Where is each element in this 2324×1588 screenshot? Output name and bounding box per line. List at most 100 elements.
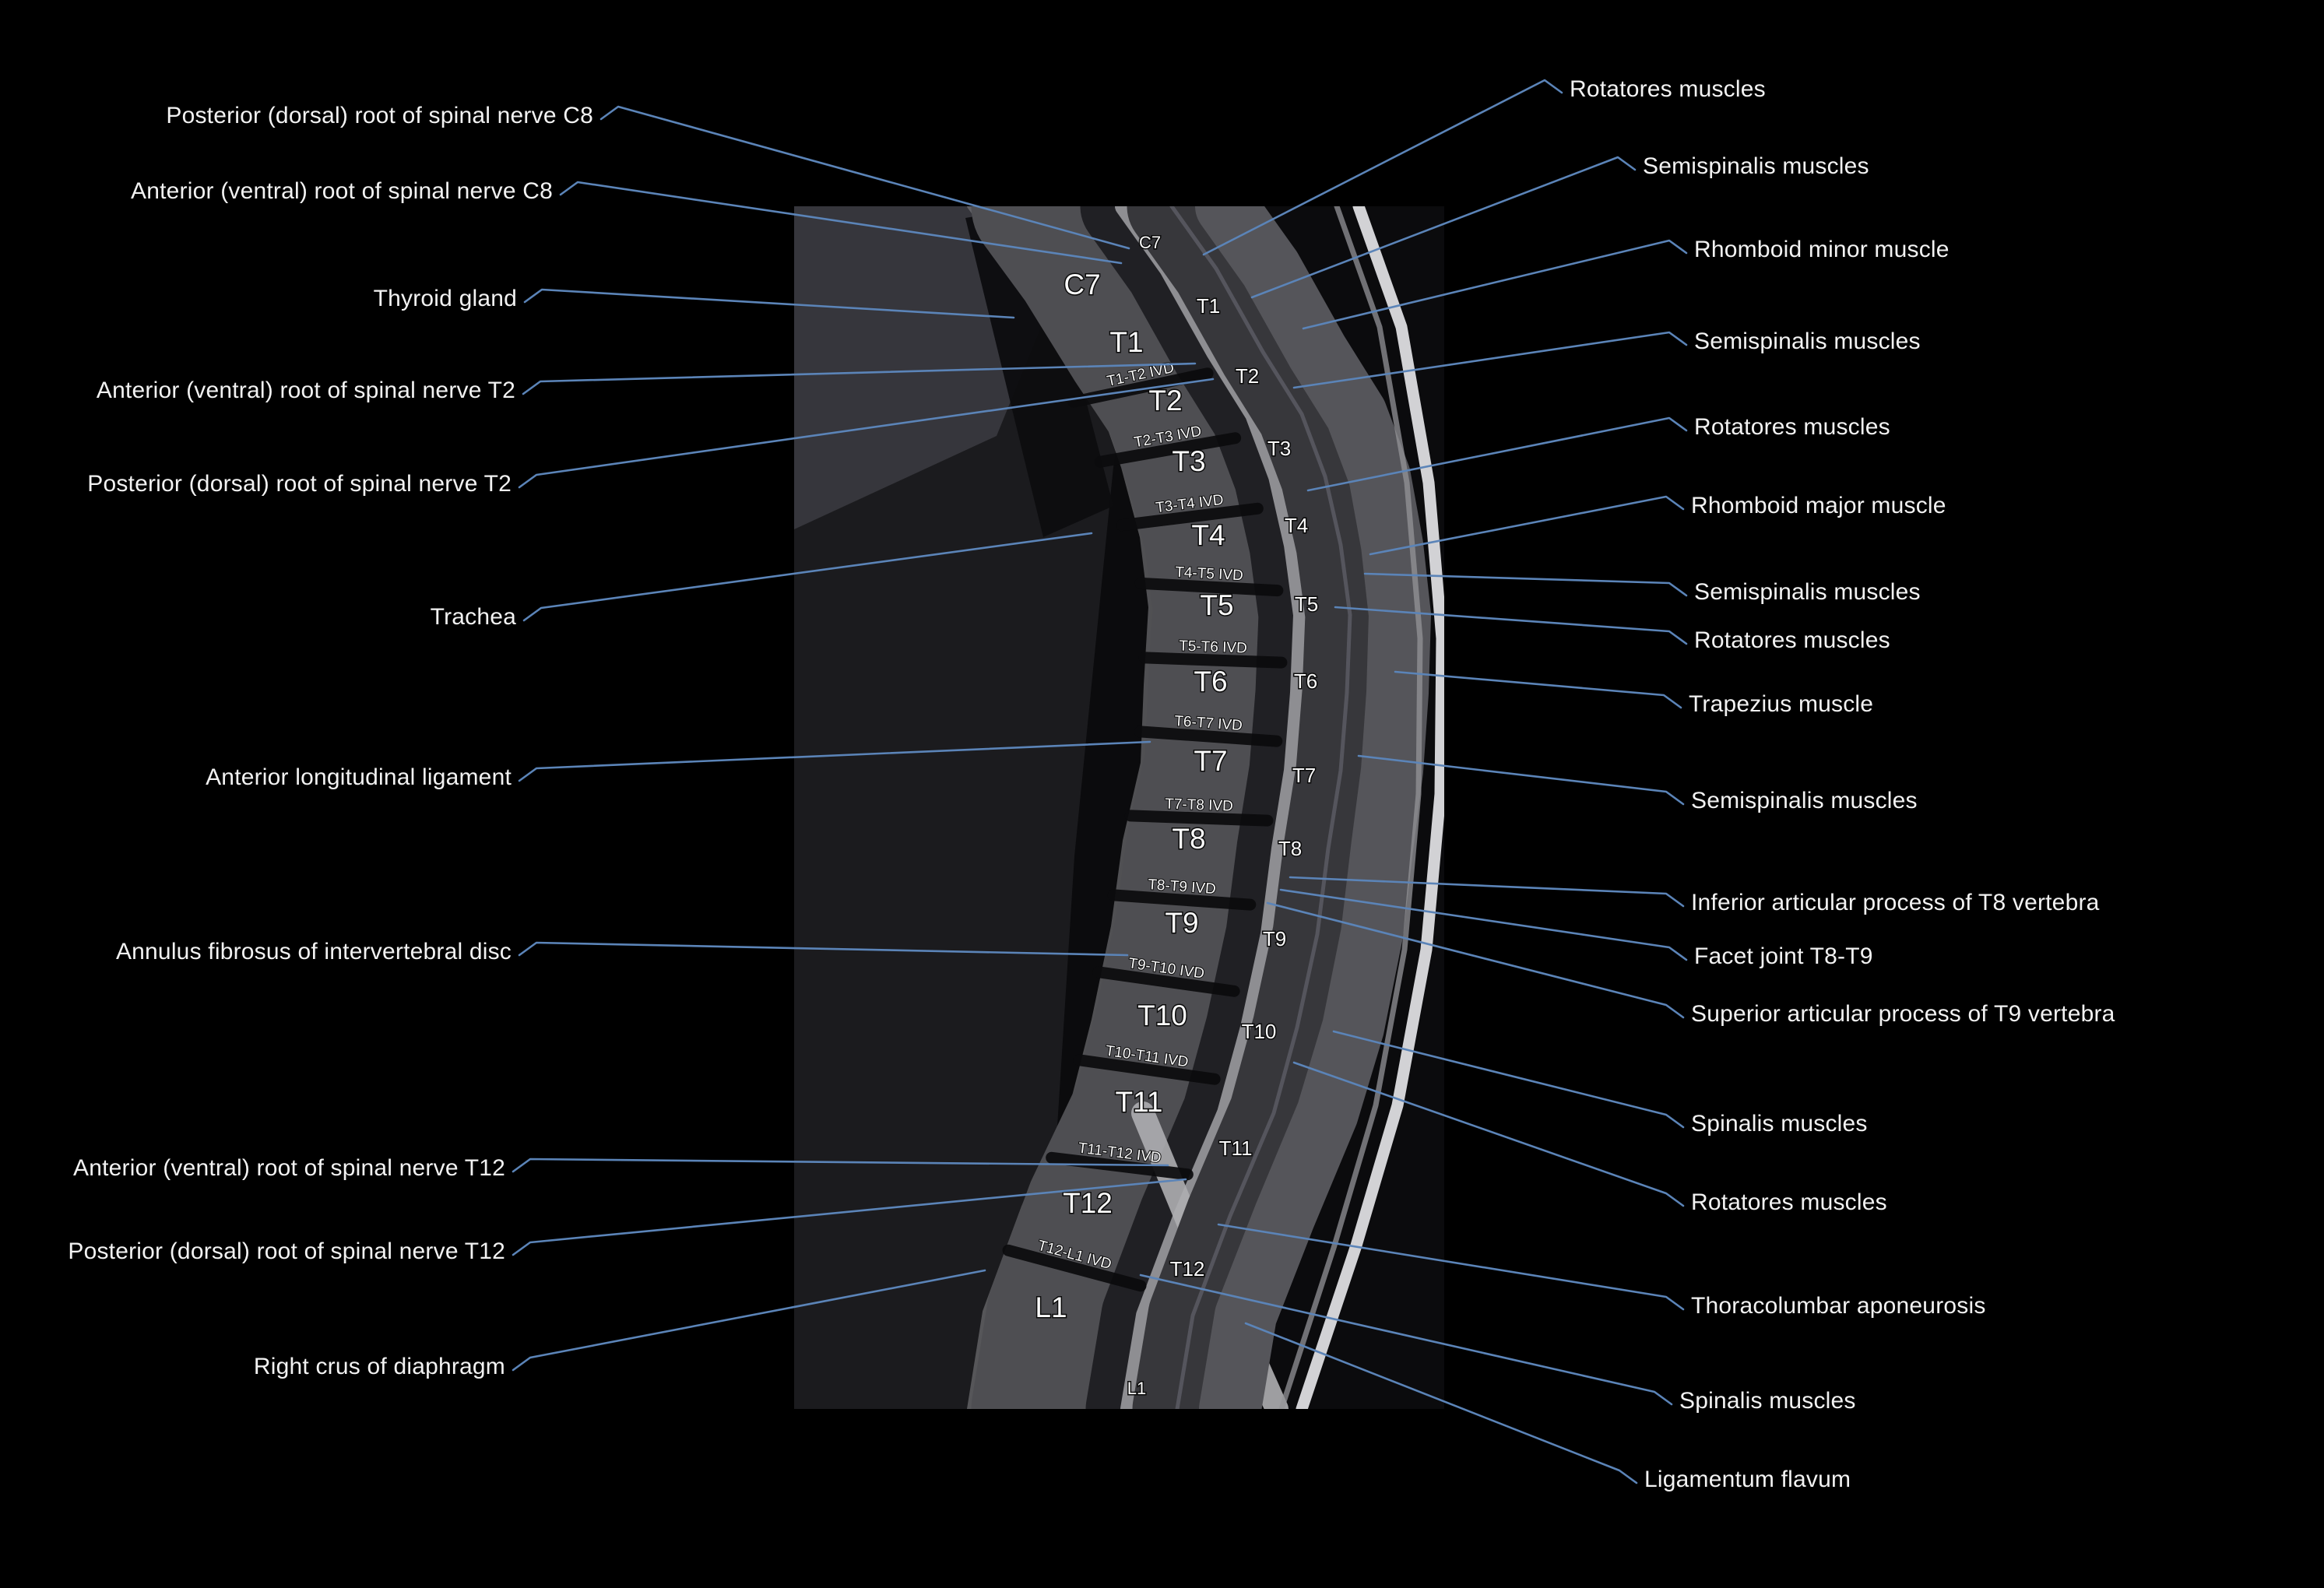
leader-lines	[512, 79, 1688, 1484]
label-semispinalis-4: Semispinalis muscles	[1691, 788, 1918, 814]
leader-line-spinalis-2	[1139, 1274, 1673, 1406]
leader-line-facet-joint-t8-t9	[1279, 888, 1688, 961]
spinous-level-label-t10: T10	[1242, 1020, 1277, 1043]
leader-line-posterior-root-c8	[599, 105, 1130, 250]
intervertebral-disc-11	[1002, 1244, 1147, 1292]
vertebra-body-label-t5: T5	[1200, 589, 1233, 621]
leader-line-rhomboid-minor	[1302, 239, 1688, 330]
spinous-level-label-t2: T2	[1236, 364, 1259, 388]
label-annulus-fibrosus: Annulus fibrosus of intervertebral disc	[115, 939, 512, 965]
label-posterior-root-c8: Posterior (dorsal) root of spinal nerve …	[166, 103, 593, 129]
vertebra-body-label-t1: T1	[1109, 326, 1143, 358]
spinous-level-label-t4: T4	[1285, 514, 1308, 537]
leader-line-annulus-fibrosus	[518, 941, 1129, 957]
label-inferior-articular-process-t8: Inferior articular process of T8 vertebr…	[1691, 890, 2100, 916]
vertebra-body-label-t7: T7	[1194, 745, 1227, 777]
leader-line-superior-articular-process-t9	[1266, 901, 1685, 1019]
spinous-level-label-t3: T3	[1267, 437, 1291, 460]
label-rotatores-2: Rotatores muscles	[1694, 414, 1890, 441]
leader-line-anterior-root-t2	[522, 362, 1197, 395]
label-superior-articular-process-t9: Superior articular process of T9 vertebr…	[1691, 1001, 2115, 1028]
leader-line-posterior-root-t2	[518, 378, 1215, 489]
vertebra-body-label-c7: C7	[1064, 269, 1100, 300]
label-facet-joint-t8-t9: Facet joint T8-T9	[1694, 943, 1873, 970]
leader-line-semispinalis-4	[1357, 754, 1685, 806]
leader-line-thoracolumbar-aponeurosis	[1217, 1223, 1685, 1311]
intervertebral-disc-10	[1046, 1151, 1194, 1181]
leader-line-posterior-root-t12	[512, 1178, 1187, 1256]
label-posterior-root-t2: Posterior (dorsal) root of spinal nerve …	[87, 471, 512, 497]
label-rotatores-1: Rotatores muscles	[1570, 76, 1766, 103]
vertebral-column-band	[971, 206, 1282, 1409]
intervertebral-disc-1	[1094, 432, 1242, 468]
spinous-level-label-t6: T6	[1294, 669, 1317, 693]
leader-line-rotatores-1	[1202, 79, 1563, 256]
spinous-level-label-t7: T7	[1292, 764, 1316, 787]
spinous-level-label-c7: C7	[1139, 233, 1161, 252]
label-semispinalis-1: Semispinalis muscles	[1643, 153, 1869, 180]
label-rotatores-3: Rotatores muscles	[1694, 627, 1890, 654]
intervertebral-disc-2	[1116, 502, 1264, 532]
vertebra-body-label-t12: T12	[1063, 1187, 1113, 1219]
vertebra-body-label-t8: T8	[1172, 823, 1205, 855]
leader-line-semispinalis-2	[1292, 331, 1688, 389]
vertebra-body-label-l1: L1	[1035, 1291, 1067, 1323]
label-thoracolumbar-aponeurosis: Thoracolumbar aponeurosis	[1691, 1293, 1986, 1319]
deep-fascia-streak	[1169, 206, 1352, 1409]
intervertebral-disc-0	[1067, 367, 1214, 408]
label-anterior-root-t2: Anterior (ventral) root of spinal nerve …	[96, 378, 515, 404]
spinous-level-label-t8: T8	[1278, 837, 1302, 860]
leader-line-rotatores-2	[1306, 416, 1688, 492]
label-rotatores-4: Rotatores muscles	[1691, 1189, 1887, 1216]
mri-sagittal-scan	[794, 206, 1444, 1409]
ivd-label-t5-t6-ivd: T5-T6 IVD	[1179, 638, 1247, 656]
leader-line-trachea	[522, 532, 1093, 622]
spinous-level-label-l1: L1	[1127, 1379, 1146, 1398]
leader-line-rhomboid-major	[1369, 495, 1685, 556]
label-ligamentum-flavum: Ligamentum flavum	[1644, 1467, 1851, 1493]
leader-line-thyroid-gland	[523, 288, 1015, 319]
label-anterior-root-t12: Anterior (ventral) root of spinal nerve …	[73, 1155, 505, 1182]
leader-line-right-crus-diaphragm	[512, 1269, 986, 1372]
leader-line-rotatores-3	[1334, 606, 1688, 645]
label-thyroid-gland: Thyroid gland	[373, 286, 517, 312]
leader-line-ligamentum-flavum	[1244, 1322, 1638, 1484]
label-rhomboid-major: Rhomboid major muscle	[1691, 493, 1946, 519]
vertebra-level-labels: C7T1T2T3T4T5T6T7T8T9T10T11T12L1C7T1T2T3T…	[1034, 231, 1320, 1399]
leader-line-rotatores-4	[1292, 1061, 1685, 1207]
label-rhomboid-minor: Rhomboid minor muscle	[1694, 237, 1950, 263]
spinous-level-label-t12: T12	[1170, 1257, 1205, 1281]
ivd-label-t8-t9-ivd: T8-T9 IVD	[1148, 877, 1217, 898]
vertebra-body-label-t3: T3	[1172, 445, 1205, 477]
spinous-level-label-t5: T5	[1295, 592, 1318, 616]
leader-line-anterior-root-c8	[559, 181, 1123, 265]
subcutaneous-line	[1278, 206, 1423, 1409]
leader-line-anterior-longitudinal-ligament	[518, 740, 1151, 782]
vertebra-body-label-t11: T11	[1115, 1086, 1162, 1118]
ivd-label-t4-t5-ivd: T4-T5 IVD	[1175, 564, 1244, 585]
label-trapezius: Trapezius muscle	[1689, 691, 1874, 718]
vertebra-body-label-t9: T9	[1165, 907, 1198, 939]
label-semispinalis-3: Semispinalis muscles	[1694, 579, 1921, 606]
vertebra-body-label-t6: T6	[1194, 666, 1227, 697]
leader-line-inferior-articular-process-t8	[1289, 876, 1685, 908]
intervertebral-disc-3	[1134, 577, 1284, 597]
leader-line-spinalis-1	[1332, 1030, 1685, 1129]
trachea-air-column	[965, 206, 1113, 537]
label-right-crus-diaphragm: Right crus of diaphragm	[253, 1354, 505, 1380]
leader-line-semispinalis-3	[1363, 572, 1688, 597]
skin-surface-band	[1296, 206, 1444, 1409]
vertebra-body-label-t2: T2	[1148, 385, 1182, 416]
label-anterior-root-c8: Anterior (ventral) root of spinal nerve …	[131, 178, 553, 205]
label-spinalis-2: Spinalis muscles	[1679, 1388, 1856, 1414]
spinous-level-label-t11: T11	[1219, 1137, 1253, 1160]
leader-line-trapezius	[1394, 670, 1682, 709]
intervertebral-disc-5	[1134, 725, 1283, 747]
label-trachea: Trachea	[430, 604, 516, 631]
intervertebral-disc-8	[1092, 966, 1240, 997]
intervertebral-disc-7	[1107, 889, 1257, 911]
spinous-level-label-t1: T1	[1197, 294, 1220, 318]
ivd-label-t7-t8-ivd: T7-T8 IVD	[1165, 796, 1233, 814]
